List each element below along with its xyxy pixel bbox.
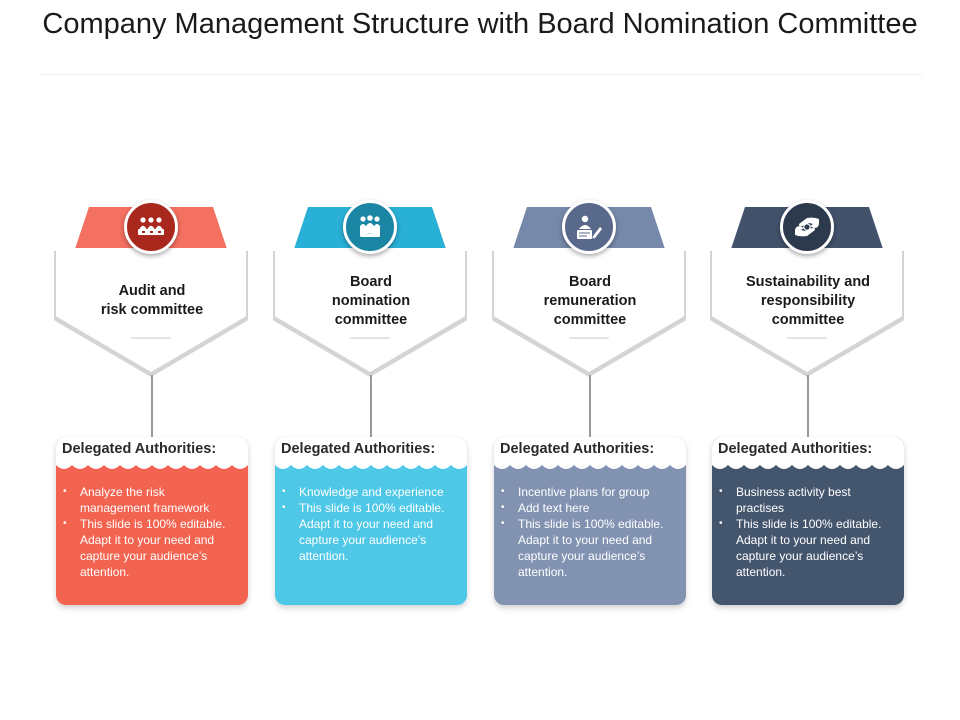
committee-icon-badge: ... (343, 200, 397, 254)
authorities-list: Incentive plans for groupAdd text hereTh… (501, 484, 671, 580)
card-header: Delegated Authorities: (712, 437, 904, 465)
remuneration-payroll-icon (574, 212, 604, 242)
committee-name: Board nomination committee (331, 273, 411, 328)
connector-line (807, 375, 809, 438)
title-divider (40, 74, 922, 75)
card-header: Delegated Authorities: (494, 437, 686, 465)
committee-icon-badge (562, 200, 616, 254)
authorities-card: Delegated Authorities: Analyze the risk m… (56, 437, 248, 605)
pentagon-accent (350, 337, 390, 339)
sustainability-hands-icon (792, 212, 822, 242)
card-header-label: Delegated Authorities: (718, 441, 873, 457)
authority-item: Analyze the risk management framework (63, 484, 233, 516)
header-wave-edge (712, 463, 904, 469)
header-wave-edge (494, 463, 686, 469)
card-header: Delegated Authorities: (56, 437, 248, 465)
authorities-card: Delegated Authorities: Incentive plans fo… (494, 437, 686, 605)
svg-text:...: ... (367, 229, 373, 236)
authority-item: Business activity best practises (719, 484, 889, 516)
authority-item: Knowledge and experience (282, 484, 452, 500)
authorities-list: Knowledge and experienceThis slide is 10… (282, 484, 452, 564)
card-header-label: Delegated Authorities: (62, 441, 217, 457)
committee-name: Board remuneration committee (543, 273, 637, 328)
authorities-card: Delegated Authorities: Business activity … (712, 437, 904, 605)
authority-item: This slide is 100% editable. Adapt it to… (282, 500, 452, 564)
card-header: Delegated Authorities: (275, 437, 467, 465)
authority-item: This slide is 100% editable. Adapt it to… (719, 516, 889, 580)
pentagon-accent (569, 337, 609, 339)
authority-item: Incentive plans for group (501, 484, 671, 500)
board-group-icon: ... (355, 212, 385, 242)
committee-name: Sustainability and responsibility commit… (745, 273, 871, 328)
header-wave-edge (275, 463, 467, 469)
committee-column: Board nomination committee... Delegated A… (273, 0, 469, 720)
connector-line (370, 375, 372, 438)
committee-name: Audit and risk committee (100, 283, 204, 318)
authority-item: Add text here (501, 500, 671, 516)
connector-line (589, 375, 591, 438)
authorities-list: Business activity best practisesThis sli… (719, 484, 889, 580)
authority-item: This slide is 100% editable. Adapt it to… (501, 516, 671, 580)
card-header-label: Delegated Authorities: (500, 441, 655, 457)
slide-title: Company Management Structure with Board … (42, 8, 918, 40)
committee-icon-badge (124, 200, 178, 254)
authorities-list: Analyze the risk management frameworkThi… (63, 484, 233, 580)
pentagon-accent (787, 337, 827, 339)
header-wave-edge (56, 463, 248, 469)
committee-icon-badge (780, 200, 834, 254)
authority-item: This slide is 100% editable. Adapt it to… (63, 516, 233, 580)
card-header-label: Delegated Authorities: (281, 441, 436, 457)
audit-meeting-icon (136, 212, 166, 242)
pentagon-accent (131, 337, 171, 339)
connector-line (151, 375, 153, 438)
authorities-card: Delegated Authorities: Knowledge and expe… (275, 437, 467, 605)
committee-column: Sustainability and responsibility commit… (710, 0, 906, 720)
